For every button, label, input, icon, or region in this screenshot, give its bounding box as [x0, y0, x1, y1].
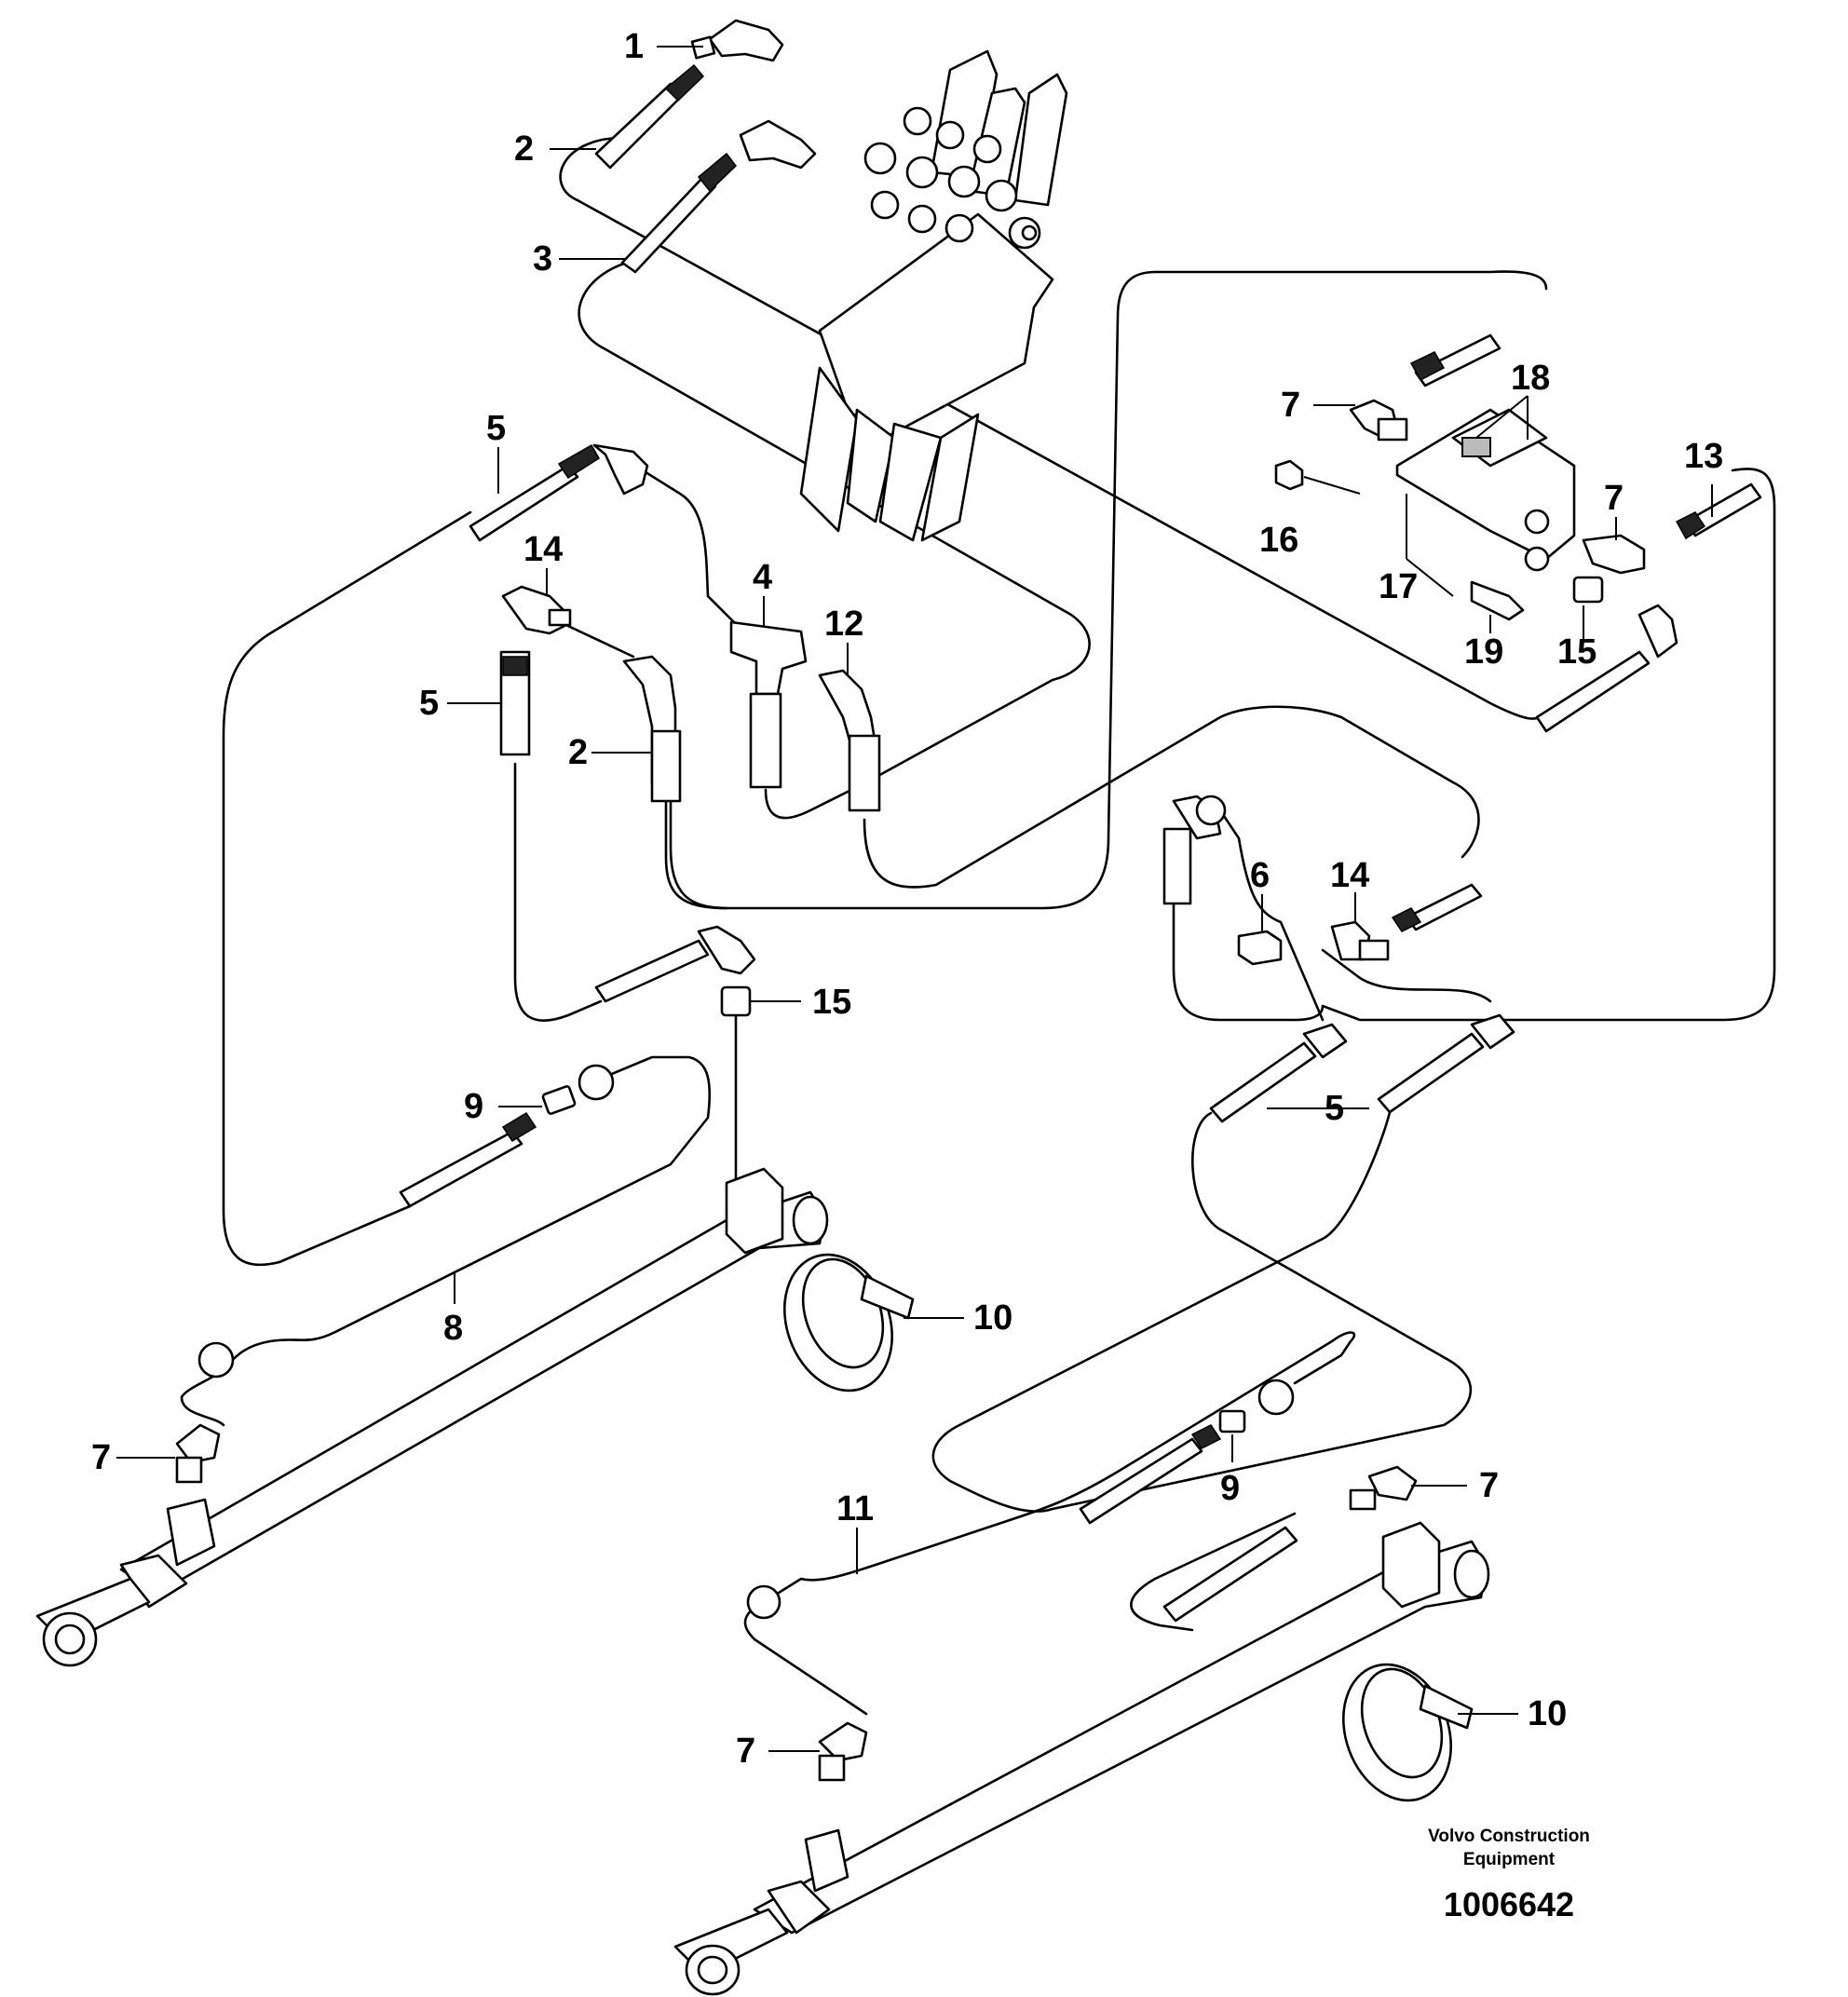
- callout-3: 3: [533, 239, 552, 278]
- tube-11: [743, 1331, 1356, 1716]
- hose-route-14-right: [1321, 948, 1492, 1003]
- callout-14-right: 14: [1330, 856, 1369, 895]
- cylinder-left: [35, 1167, 829, 1667]
- callout-9-left: 9: [464, 1087, 483, 1126]
- tee-fitting-4: [729, 620, 808, 696]
- callout-16: 16: [1259, 521, 1298, 560]
- hose-route-right-loop: [669, 270, 1548, 910]
- part-number: 1006642: [1444, 1885, 1574, 1923]
- hose-clamp-lower: [1342, 1663, 1474, 1802]
- hose-route-6: [1218, 808, 1325, 1022]
- callout-18: 18: [1511, 359, 1550, 398]
- callout-7-bottom: 7: [736, 1732, 755, 1771]
- hose-route-left-loop: [222, 510, 472, 1267]
- callout-9-right: 9: [1220, 1469, 1240, 1508]
- elbow-fitting-1: [708, 19, 784, 62]
- callout-6: 6: [1250, 856, 1270, 895]
- hose-route-4: [641, 469, 738, 626]
- brand-line-1: Volvo Construction: [1428, 1827, 1590, 1846]
- hose-route-5-mid: [513, 762, 603, 1022]
- callout-7-left: 7: [91, 1438, 111, 1477]
- hose-clamp-upper: [783, 1253, 915, 1392]
- control-valve: [799, 49, 1068, 542]
- hose-route-2-mid: [664, 799, 728, 910]
- fittings: [175, 19, 1762, 1782]
- callout-2-mid: 2: [568, 733, 588, 772]
- callout-7-right: 7: [1604, 479, 1624, 518]
- hose-route-2-upper: [559, 136, 1548, 720]
- cylinder-right: [673, 1521, 1490, 1996]
- callout-10-lower: 10: [1528, 1694, 1567, 1733]
- hose-route-12: [863, 705, 1480, 889]
- hose-route-right-bottom: [1172, 468, 1776, 1022]
- callout-8: 8: [443, 1309, 463, 1348]
- hose-route-4-lower: [764, 781, 868, 820]
- leader-lines: [116, 46, 1713, 1752]
- hose-lines: [180, 136, 1776, 1716]
- callout-5: 5: [486, 409, 506, 448]
- callout-1: 1: [624, 27, 644, 66]
- callout-7-lower-right: 7: [1479, 1466, 1499, 1505]
- callout-15-left: 15: [812, 983, 851, 1022]
- brand-line-2: Equipment: [1463, 1850, 1556, 1869]
- tube-8: [180, 1055, 712, 1427]
- callout-14: 14: [523, 530, 563, 569]
- callout-11: 11: [836, 1489, 874, 1528]
- brand-block: Volvo Construction Equipment 1006642: [1428, 1827, 1590, 1923]
- callout-7-upper: 7: [1281, 386, 1300, 425]
- hose-route-bottom-cross: [931, 1097, 1473, 1513]
- callout-12: 12: [824, 605, 863, 644]
- callout-5-lower: 5: [1325, 1089, 1344, 1128]
- hose-route-3: [578, 259, 1091, 784]
- hose-route-lower-right: [1130, 1512, 1297, 1632]
- callout-17: 17: [1379, 567, 1418, 606]
- callout-labels: 1 2 3 5 14 4 12 5 2 7 18 16 17 19 7 15 1…: [91, 27, 1723, 1771]
- callout-13: 13: [1684, 437, 1723, 476]
- callout-10-upper: 10: [973, 1298, 1012, 1338]
- callout-15-right: 15: [1557, 632, 1597, 672]
- callout-5-mid: 5: [419, 684, 439, 723]
- callout-2: 2: [514, 129, 534, 169]
- callout-19: 19: [1464, 632, 1503, 672]
- callout-4: 4: [753, 558, 772, 597]
